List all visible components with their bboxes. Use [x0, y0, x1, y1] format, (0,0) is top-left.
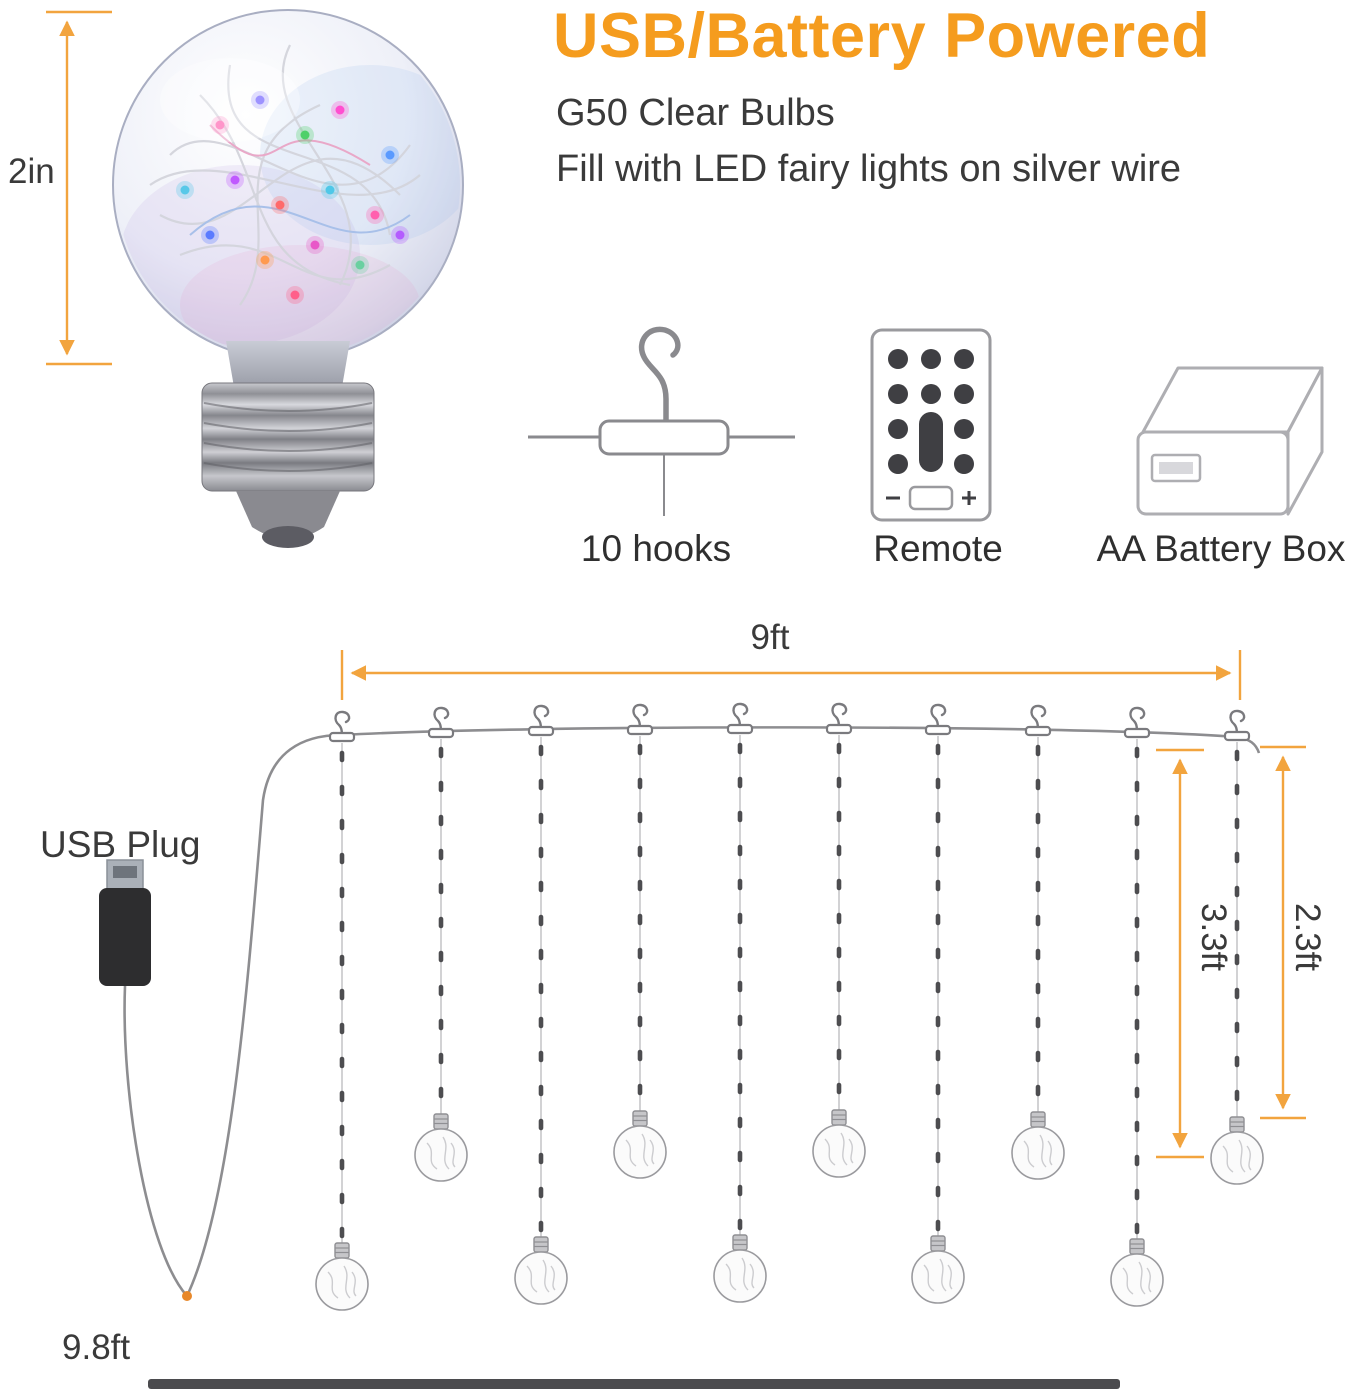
subtitle-line-1: G50 Clear Bulbs	[556, 92, 835, 134]
battery-box-icon	[1136, 366, 1324, 516]
curtain-width-label: 9ft	[750, 618, 790, 657]
hooks-accessory-label: 10 hooks	[580, 528, 732, 569]
page-title: USB/Battery Powered	[553, 1, 1211, 71]
usb-plug-label: USB Plug	[40, 824, 201, 865]
subtitle-line-2: Fill with LED fairy lights on silver wir…	[556, 148, 1182, 190]
long-drop-label: 3.3ft	[1194, 903, 1233, 972]
short-drop-label: 2.3ft	[1288, 903, 1327, 972]
hook-icon	[528, 326, 795, 516]
short-drop-dimension-arrow	[1260, 745, 1306, 1120]
battery-box-accessory-label: AA Battery Box	[1096, 528, 1346, 569]
lead-wire	[123, 726, 1261, 1301]
height-dimension-arrow	[46, 10, 112, 366]
lead-length-label: 9.8ft	[62, 1328, 131, 1367]
usb-plug-icon	[99, 859, 151, 986]
g50-bulb-photo	[112, 9, 464, 548]
bottom-edge-bar	[148, 1379, 1120, 1389]
long-drop-dimension-arrow	[1156, 748, 1204, 1159]
width-dimension-arrow	[340, 650, 1242, 700]
remote-accessory-label: Remote	[873, 528, 1003, 569]
bulb-height-label: 2in	[8, 152, 55, 191]
remote-icon	[870, 328, 992, 522]
curtain-string-lights-diagram	[316, 702, 1263, 1310]
